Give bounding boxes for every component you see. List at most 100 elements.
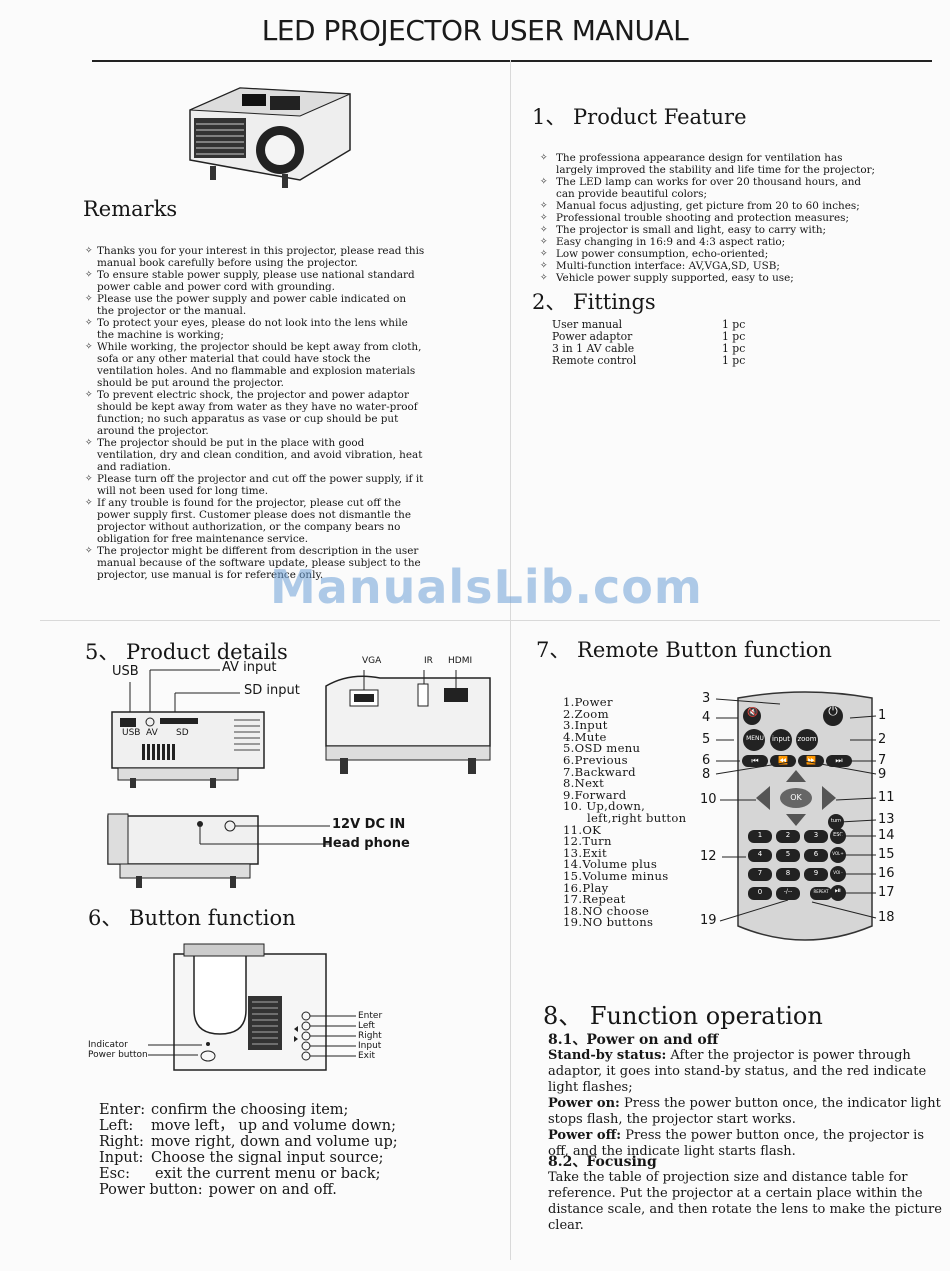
remark-item: If any trouble is found for the projecto… (85, 497, 425, 545)
indicator-callout-lines (148, 1044, 202, 1056)
forward-icon[interactable]: ⏩ (806, 756, 816, 765)
poweroff-paragraph: Power off: Press the power button once, … (548, 1128, 946, 1160)
remote-key-6[interactable]: 6 (813, 850, 819, 858)
remote-key-8[interactable]: 8 (785, 869, 791, 877)
list-item: 10. Up,down, (563, 799, 646, 814)
left-callout: Left (358, 1021, 375, 1031)
power-section-heading: 8.1、Power on and off (548, 1032, 719, 1048)
list-item: 9.Forward (563, 787, 627, 802)
remote-input-button[interactable]: input (771, 735, 790, 743)
focusing-text: Take the table of projection size and di… (548, 1170, 942, 1233)
callout-15: 15 (878, 847, 895, 862)
remote-menu-button[interactable]: MENU (746, 735, 764, 742)
remote-heading: 7、 Remote Button function (536, 638, 832, 662)
remote-turn-button[interactable]: turn (830, 818, 842, 824)
button-function-heading: 6、 Button function (88, 906, 296, 930)
list-item: 1.Power (563, 695, 613, 709)
callout-16: 16 (878, 866, 895, 881)
remote-key-3[interactable]: 3 (813, 831, 819, 839)
play-icon[interactable]: ⏯ (834, 886, 842, 895)
callout-19: 19 (700, 913, 717, 928)
button-desc: confirm the choosing item; (151, 1102, 349, 1118)
list-item: 6.Previous (563, 752, 628, 767)
callout-18: 18 (878, 910, 895, 925)
list-item: 17.Repeat (563, 892, 626, 907)
list-item: 5.OSD menu (563, 741, 641, 756)
enter-callout: Enter (358, 1011, 383, 1021)
button-key: Left: (99, 1118, 134, 1134)
remote-key-5[interactable]: 5 (785, 850, 791, 858)
button-desc-row: Power button:power on and off. (99, 1182, 499, 1198)
callout-9: 9 (878, 767, 887, 782)
button-desc-row: Right: move right, down and volume up; (99, 1134, 499, 1150)
standby-paragraph: Stand-by status: After the projector is … (548, 1048, 946, 1096)
poweron-label: Power on: (548, 1096, 620, 1111)
list-item: 13.Exit (563, 845, 607, 860)
remark-item: The projector should be put in the place… (85, 437, 425, 473)
button-desc: move left， up and volume down; (151, 1118, 396, 1134)
remote-key-9[interactable]: 9 (813, 869, 819, 877)
button-desc-row: Esc:exit the current menu or back; (99, 1166, 499, 1182)
button-key: Right: (99, 1134, 144, 1150)
standby-label: Stand-by status: (548, 1048, 667, 1063)
headphone-label: Head phone (322, 836, 410, 851)
remote-key-2[interactable]: 2 (785, 831, 791, 839)
callout-2: 2 (878, 732, 887, 747)
fitting-qty: 1 pc (722, 330, 746, 343)
remark-item: Thanks you for your interest in this pro… (85, 245, 425, 269)
remote-zoom-button[interactable]: zoom (797, 735, 817, 743)
remote-key-1[interactable]: 1 (757, 831, 763, 839)
remote-vol-plus-button[interactable]: VOL+ (832, 851, 844, 856)
list-item: 8.Next (563, 776, 605, 791)
remote-key-0[interactable]: 0 (757, 888, 763, 896)
mute-icon[interactable]: 🔇 (747, 708, 759, 718)
power-icon[interactable]: ⏻ (828, 704, 838, 718)
previous-icon[interactable]: ⏮ (751, 756, 759, 765)
callout-7: 7 (878, 753, 887, 768)
hdmi-label: HDMI (448, 656, 473, 666)
callout-12: 12 (700, 849, 717, 864)
title-divider (92, 60, 932, 62)
remote-vol-minus-button[interactable]: VOL- (833, 870, 843, 875)
list-item: 19.NO buttons (563, 915, 654, 930)
remarks-list: Thanks you for your interest in this pro… (85, 245, 425, 581)
remote-esc-button[interactable]: ESC (833, 832, 843, 838)
next-icon[interactable]: ⏭ (835, 756, 843, 765)
feature-heading: 1、 Product Feature (532, 105, 747, 129)
callout-6: 6 (702, 753, 711, 768)
feature-item: Low power consumption, echo-oriented; (540, 248, 880, 260)
remote-control-illustration (737, 691, 873, 941)
list-item: 18.NO choose (563, 903, 650, 918)
fitting-name: 3 in 1 AV cable (552, 342, 635, 355)
remote-callout-lines (715, 698, 877, 922)
exit-callout: Exit (358, 1051, 376, 1061)
indicator-callout: Indicator (88, 1040, 128, 1050)
callout-10: 10 (700, 792, 717, 807)
button-desc-row: Input:Choose the signal input source; (99, 1150, 499, 1166)
backward-icon[interactable]: ⏪ (778, 756, 788, 765)
remote-key-4[interactable]: 4 (757, 850, 763, 858)
feature-item: Multi-function interface: AV,VGA,SD, USB… (540, 260, 880, 272)
fitting-qty: 1 pc (722, 342, 746, 355)
top-panel-illustration (173, 943, 332, 1071)
list-item: 14.Volume plus (563, 857, 658, 872)
remote-ok-button[interactable]: OK (790, 793, 802, 802)
button-desc: move right, down and volume up; (151, 1134, 398, 1150)
remote-dash-button[interactable]: -/-- (783, 888, 793, 895)
input-callout: Input (358, 1041, 382, 1051)
port-av-label: AV (146, 728, 158, 738)
remote-repeat-button[interactable]: REPEAT (813, 889, 829, 894)
callout-5: 5 (702, 732, 711, 747)
button-desc: Choose the signal input source; (151, 1150, 384, 1166)
callout-13: 13 (878, 812, 895, 827)
feature-item: The projector is small and light, easy t… (540, 224, 880, 236)
list-item: 11.OK (563, 822, 602, 837)
remote-key-7[interactable]: 7 (757, 869, 763, 877)
dc-in-label: 12V DC IN (332, 817, 406, 832)
port-sd-label: SD (176, 728, 189, 738)
fittings-heading: 2、 Fittings (532, 290, 656, 314)
projector-illustration (189, 87, 351, 188)
